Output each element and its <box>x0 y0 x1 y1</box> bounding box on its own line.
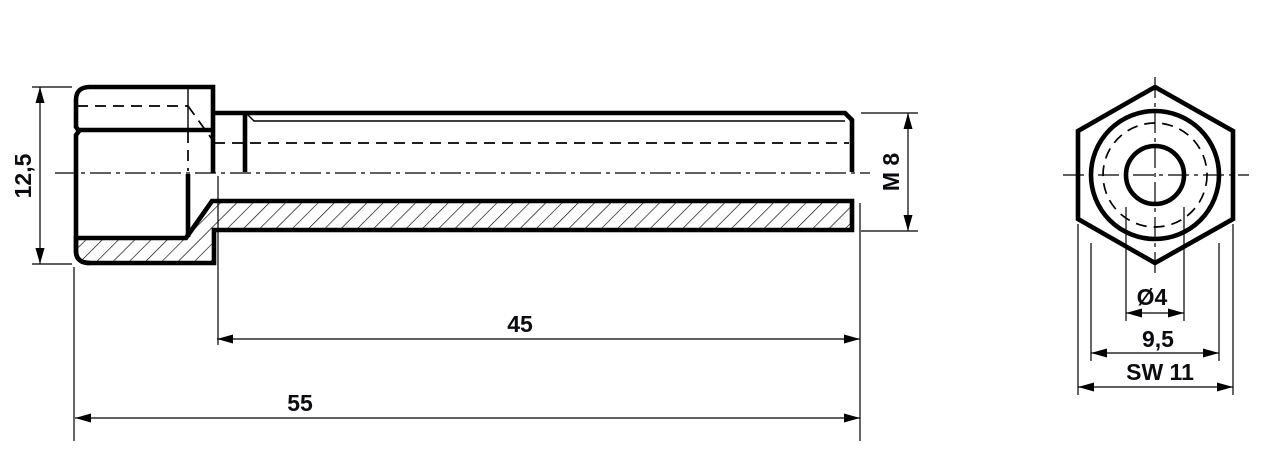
head-height-label: 12,5 <box>10 153 36 198</box>
dimension-hole-diameter: Ø4 <box>1125 207 1185 321</box>
dimension-wrench-size: SW 11 <box>1077 224 1234 395</box>
section-hatch-area <box>73 198 855 266</box>
total-length-label: 55 <box>287 390 313 416</box>
dimension-counterbore: 9,5 <box>1090 243 1220 361</box>
dimension-total-length: 55 <box>73 267 860 441</box>
shaft-outline <box>215 110 855 172</box>
thread-length-label: 45 <box>507 311 533 337</box>
end-view-dimensions: Ø4 9,5 SW 11 <box>1077 207 1234 395</box>
cone-hidden-line <box>187 105 215 143</box>
thread-root-line <box>246 113 845 122</box>
thread-size-label: M 8 <box>878 153 904 192</box>
counterbore-label: 9,5 <box>1142 326 1174 352</box>
end-view <box>1063 77 1249 278</box>
side-view <box>55 84 870 266</box>
side-view-dimensions: 12,5 M 8 45 55 <box>10 86 918 441</box>
dimension-head-height: 12,5 <box>10 86 72 265</box>
dimension-thread-size: M 8 <box>861 112 918 232</box>
wrench-size-label: SW 11 <box>1126 359 1194 385</box>
hole-diameter-label: Ø4 <box>1137 284 1168 310</box>
dimension-thread-length: 45 <box>217 176 861 441</box>
